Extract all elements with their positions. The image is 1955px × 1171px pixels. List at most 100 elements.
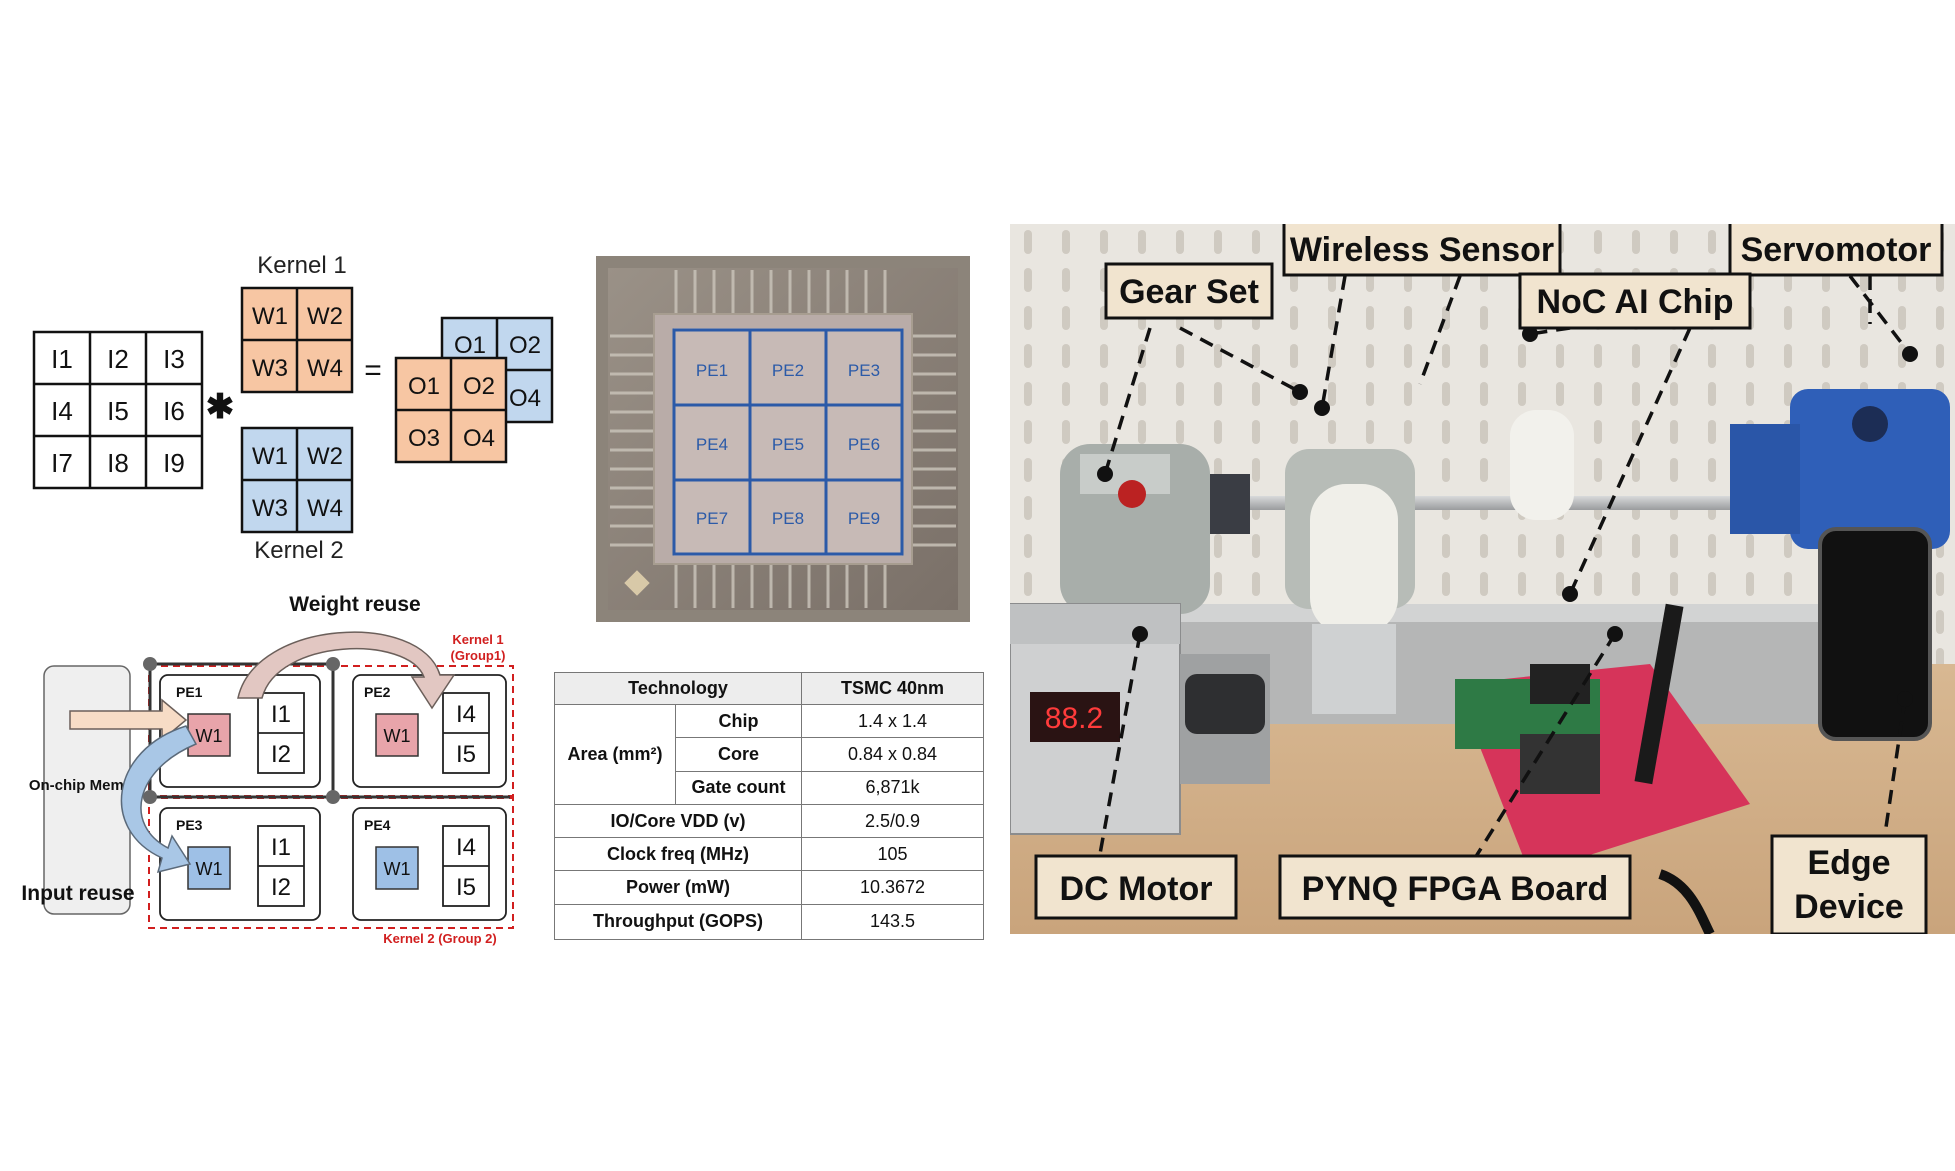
output-cell: O2 [463,373,495,400]
wireless-sensor-label: Wireless Sensor [1290,231,1554,269]
pe-grid [672,328,904,556]
kernel2-matrix [240,426,354,534]
pe-input-label: I1 [271,834,291,861]
pe-input-label: I5 [456,874,476,901]
pe-name: PE4 [364,817,391,833]
kernel1-group-sub-label: (Group1) [451,648,506,663]
weight-reuse-label: Weight reuse [289,593,420,616]
spec-label: Gate count [675,770,802,805]
edge-device-label-line2: Device [1794,888,1904,926]
testbed-photo: 88.2 Gear Set Wireless Sensor Servomot [1010,224,1955,934]
input-cell: I6 [163,396,185,426]
input-cell: I4 [51,396,73,426]
convolution-diagram: Kernel 1 Kernel 2 I1 I2 I3 I4 I5 I6 I7 I… [32,252,554,564]
spec-value: 0.84 x 0.84 [801,737,984,772]
convolution-operator: ✱ [206,388,235,426]
input-cell: I8 [107,448,129,478]
die-pe-label: PE9 [848,509,880,528]
die-pe-label: PE2 [772,361,804,380]
pe-input-label: I2 [271,874,291,901]
spec-label: IO/Core VDD (v) [554,803,802,839]
servomotor-label: Servomotor [1741,231,1932,269]
on-chip-memory-label: On-chip Memory [29,777,148,794]
spec-value: 6,871k [801,770,984,805]
kernel2-label: Kernel 2 [254,537,343,564]
pe-name: PE2 [364,684,391,700]
input-cell: I1 [51,344,73,374]
die-pe-label: PE5 [772,435,804,454]
output-matrix-kernel1 [394,356,508,464]
dataflow-diagram: Weight reuse On-chip Memory Kernel 1 (Gr… [21,593,514,946]
pe-name: PE3 [176,817,203,833]
input-cell: I2 [107,344,129,374]
gear-set-label: Gear Set [1119,273,1259,311]
spec-label: Throughput (GOPS) [554,903,802,941]
pe-name: PE1 [176,684,203,700]
spec-header-label: Technology [554,671,802,706]
pe4-weight [375,846,419,890]
pynq-board-label-box [1278,854,1632,920]
gear-set-label-box [1104,262,1274,320]
input-cell: I7 [51,448,73,478]
weight-cell: W3 [252,495,288,522]
output-cell: O1 [454,332,486,359]
pynq-board-label: PYNQ FPGA Board [1302,870,1609,908]
spec-label: Power (mW) [554,870,802,905]
weight-cell: W1 [252,443,288,470]
pe-input-label: I5 [456,741,476,768]
die-pe-label: PE8 [772,509,804,528]
output-cell: O2 [509,332,541,359]
input-reuse-arrow [120,725,198,874]
weight-cell: W2 [307,443,343,470]
input-cell: I5 [107,396,129,426]
input-cell: I3 [163,344,185,374]
kernel1-matrix [240,286,354,394]
weight-cell: W4 [307,355,343,382]
chip-die-photo: PE1 PE2 PE3 PE4 PE5 PE6 PE7 PE8 PE9 [596,256,970,622]
die-pe-label: PE4 [696,435,728,454]
pe3-weight [187,846,231,890]
spec-label: Clock freq (MHz) [554,837,802,872]
edge-device-label-line1: Edge [1807,844,1890,882]
noc-ai-chip-label-box [1518,272,1752,330]
kernel1-group-label: Kernel 1 [452,632,503,647]
area-label: Area (mm²) [554,704,676,805]
die-pe-label: PE3 [848,361,880,380]
input-matrix [32,330,204,490]
pe2-weight [375,713,419,757]
die-pe-label: PE6 [848,435,880,454]
weight-cell: W4 [307,495,343,522]
input-reuse-label: Input reuse [21,882,134,905]
spec-value: 143.5 [801,903,984,941]
die-pe-label: PE1 [696,361,728,380]
die-pe-label: PE7 [696,509,728,528]
spec-value: 2.5/0.9 [801,803,984,839]
pe-weight-label: W1 [196,726,223,746]
input-cell: I9 [163,448,185,478]
pe-weight-label: W1 [384,859,411,879]
spec-value: 10.3672 [801,870,984,905]
weight-cell: W2 [307,303,343,330]
edge-device-label-box [1770,834,1928,934]
dc-motor-label: DC Motor [1060,870,1213,908]
noc-ai-chip-label: NoC AI Chip [1536,283,1733,321]
motor-speed-display: 88.2 [1045,702,1103,735]
output-cell: O1 [408,373,440,400]
pe-input-label: I4 [456,701,476,728]
spec-label: Core [675,737,802,772]
dc-motor-label-box [1034,854,1238,920]
chip-spec-table: Technology TSMC 40nm Area (mm²) Chip 1.4… [554,671,984,941]
pe-input-label: I2 [271,741,291,768]
pe-weight-label: W1 [196,859,223,879]
equals-operator: = [364,354,382,387]
weight-cell: W3 [252,355,288,382]
pe-weight-label: W1 [384,726,411,746]
weight-reuse-arrow [237,631,456,710]
kernel2-group-label: Kernel 2 (Group 2) [383,931,496,946]
pe-input-label: I4 [456,834,476,861]
spec-value: 1.4 x 1.4 [801,704,984,739]
spec-value: 105 [801,837,984,872]
pe-input-label: I1 [271,701,291,728]
spec-label: Chip [675,704,802,739]
pe1-weight [187,713,231,757]
